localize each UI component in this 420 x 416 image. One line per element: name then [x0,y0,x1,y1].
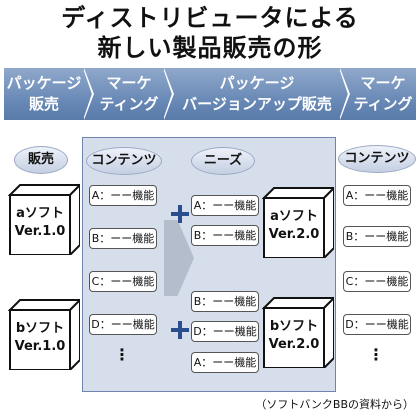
process-step-label: ティング [353,95,413,113]
process-step-upgrade-sales: パッケージ バージョンアップ販売 [174,72,340,116]
function-box: B：ーー機能 [89,228,157,249]
needs-label: ニーズ [191,147,255,175]
diagram-title-line1: ディストリビュータによる [61,4,359,32]
function-box: D：ーー機能 [191,321,259,342]
sales-label: 販売 [14,146,68,174]
function-box: B：ーー機能 [191,225,259,246]
function-box: A：ーー機能 [191,352,259,373]
process-step-label: 販売 [28,95,59,113]
process-step-package-sales: パッケージ 販売 [4,72,84,116]
function-box: A：ーー機能 [191,195,259,216]
plus-icon [171,321,189,339]
plus-icon [171,205,189,223]
function-box: B：ーー機能 [191,291,259,312]
source-note: （ソフトバンクBBの資料から） [255,398,414,411]
ellipsis-marker: ⋮ [368,345,384,364]
process-step-label: マーケ [360,74,406,92]
process-band [4,68,416,120]
function-box: A：ーー機能 [89,185,157,206]
function-box: A：ーー機能 [343,185,411,206]
process-step-label: マーケ [106,74,152,92]
process-step-label: バージョンアップ販売 [182,95,332,113]
process-step-label: パッケージ [6,74,82,92]
process-step-label: ティング [99,95,159,113]
diagram-title-line2: 新しい製品販売の形 [97,34,323,62]
contents-label: コンテンツ [86,147,162,175]
process-step-label: パッケージ [219,74,295,92]
contents-label-right: コンテンツ [338,145,416,173]
process-step-marketing: マーケ ティング [94,72,164,116]
function-box: C：ーー機能 [343,271,411,292]
function-box: C：ーー機能 [89,271,157,292]
function-box: D：ーー機能 [343,314,411,335]
process-step-marketing-2: マーケ ティング [350,72,416,116]
function-box: D：ーー機能 [89,314,157,335]
ellipsis-marker: ⋮ [114,345,130,364]
function-box: B：ーー機能 [343,226,411,247]
